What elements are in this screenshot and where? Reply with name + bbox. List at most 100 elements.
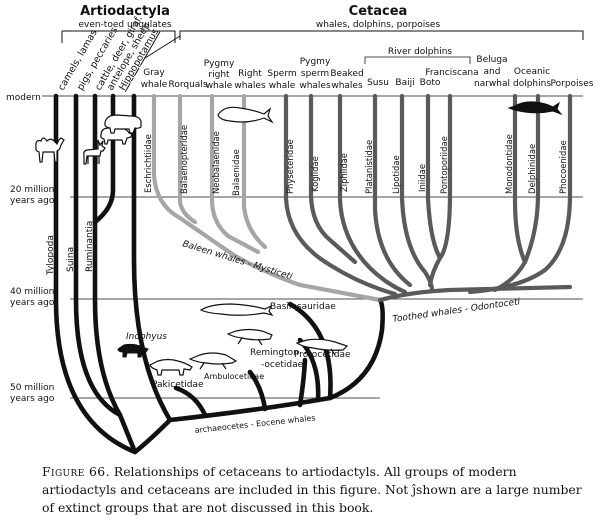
tip-boto: Boto xyxy=(420,78,441,88)
mya40-label-1: 40 million xyxy=(10,287,54,297)
mya50-label-2: years ago xyxy=(10,394,55,404)
tip-pygmy-sperm-3: whales xyxy=(299,81,331,91)
family-iniidae: Iniidae xyxy=(417,164,427,192)
toothed-main xyxy=(377,284,573,303)
mya50-label-1: 50 million xyxy=(10,383,54,393)
river-dolphins-bracket xyxy=(364,56,471,64)
right-whales-branch xyxy=(241,93,268,250)
tip-pygmy-right-3: whale xyxy=(206,81,233,91)
protocetidae-stem xyxy=(297,357,308,408)
phocoenidae-branch xyxy=(467,93,573,295)
boto-branch xyxy=(425,93,443,261)
tip-sperm-whale-1: Sperm xyxy=(267,69,296,79)
family-phocoenidae: Phocoenidae xyxy=(558,140,568,194)
tip-sperm-whale-2: whale xyxy=(269,81,296,91)
tip-gray-whale-1: Gray xyxy=(143,68,165,78)
cetacea-bracket-link xyxy=(144,35,181,59)
tip-beaked-1: Beaked xyxy=(330,69,363,79)
family-labels: Eschrichtiidae Balaenopteridae Neobalaen… xyxy=(143,125,568,196)
remingtonocetid-icon xyxy=(226,328,273,346)
tip-pygmy-sperm-1: Pygmy xyxy=(300,57,331,67)
mya20-label-1: 20 million xyxy=(10,185,54,195)
family-physeteridae: Physeteridae xyxy=(285,139,295,194)
family-delphinidae: Delphinidae xyxy=(527,144,537,194)
artiodactyl-lineages xyxy=(53,93,173,455)
family-balaenopteridae: Balaenopteridae xyxy=(179,125,189,194)
baleen-whales-label: Baleen whales - Mysticeti xyxy=(181,239,294,282)
fossil-labels: Basilosauridae Indohyus Remington -oceti… xyxy=(126,302,351,390)
tip-franciscana: Franciscana xyxy=(425,68,478,78)
mya40-label-2: years ago xyxy=(10,298,55,308)
family-ziphiidae: Ziphiidae xyxy=(339,153,349,192)
family-neobalaenidae: Neobalaenidae xyxy=(211,131,221,194)
artiodactyla-subtitle: even-toed ungulates xyxy=(78,20,171,30)
family-pontoporiidae: Pontoporiidae xyxy=(439,136,449,194)
baleen-lineages xyxy=(151,93,383,303)
gray-whale-branch xyxy=(151,93,383,303)
cetacea-subtitle: whales, dolphins, porpoises xyxy=(316,20,441,30)
mya20-label-2: years ago xyxy=(10,196,55,206)
suborder-suina: Suina xyxy=(66,247,76,272)
indohyus-icon xyxy=(117,343,149,358)
artiodactyl-stem xyxy=(117,412,138,455)
whale-stem xyxy=(132,297,385,455)
fossil-pakicetidae: Pakicetidae xyxy=(152,380,204,390)
family-eschrichtiidae: Eschrichtiidae xyxy=(143,134,153,193)
fossil-remington-2: -ocetidae xyxy=(261,360,304,370)
hippo-branch xyxy=(131,93,173,423)
sperm-whale-branch xyxy=(283,93,398,297)
artiodactyla-bracket xyxy=(61,30,176,43)
family-kogiidae: Kogiidae xyxy=(310,156,320,192)
family-platanistidae: Platanistidae xyxy=(364,140,374,194)
camel-icon xyxy=(35,137,65,163)
dolphin-icon xyxy=(507,101,563,116)
clade-labels: Baleen whales - Mysticeti Toothed whales… xyxy=(181,239,521,435)
toothed-whales-label: Toothed whales - Odontoceti xyxy=(392,297,521,325)
franciscana-branch xyxy=(427,93,453,288)
modern-label: modern xyxy=(6,93,41,103)
ambulocetid-stem xyxy=(247,369,268,412)
cetacea-bracket xyxy=(179,30,584,40)
tip-rorquals: Rorquals xyxy=(168,80,207,90)
family-balaenidae: Balaenidae xyxy=(231,149,241,196)
whale-icon xyxy=(217,106,274,124)
family-monodontidae: Monodontidae xyxy=(504,134,514,194)
tip-gray-whale-2: whale xyxy=(141,80,168,90)
tip-beluga-1: Beluga xyxy=(476,55,507,65)
beaked-branch xyxy=(337,93,408,295)
monodontidae-branch xyxy=(512,93,528,265)
fossil-basilosauridae: Basilosauridae xyxy=(270,302,336,312)
tip-right-whales-1: Right xyxy=(238,69,262,79)
tip-porpoises: Porpoises xyxy=(551,79,594,89)
pakicetid-icon xyxy=(149,358,193,376)
pakicetid-stem xyxy=(173,385,208,418)
artiodactyla-header: Artiodactyla even-toed ungulates xyxy=(61,4,176,43)
suborder-ruminantia: Ruminantia xyxy=(85,221,95,272)
caption-text: Relationships of cetaceans to artiodacty… xyxy=(42,464,582,515)
pig-icon xyxy=(100,127,133,145)
suina-branch xyxy=(73,93,123,418)
family-lipotidae: Lipotidae xyxy=(391,155,401,194)
fossil-indohyus: Indohyus xyxy=(126,332,167,342)
deer-icon xyxy=(83,139,106,165)
artiodactyl-tip-labels: camels, lamas pigs, peccaries cattle, de… xyxy=(56,14,161,93)
tip-pygmy-sperm-2: sperm xyxy=(301,69,329,79)
caption-label: Figure 66. xyxy=(42,464,110,479)
tip-oceanic-2: dolphins xyxy=(513,79,551,89)
tip-beluga-3: narwhal xyxy=(474,79,510,89)
hippo-icon xyxy=(104,114,142,134)
tip-beaked-2: whales xyxy=(331,81,363,91)
whale-stem-lineages xyxy=(132,297,385,455)
tip-baiji: Baiji xyxy=(395,78,414,88)
tip-river-dolphins: River dolphins xyxy=(388,47,453,57)
fossil-remington-1: Remington xyxy=(250,348,299,358)
tip-beluga-2: and xyxy=(484,67,501,77)
cetacea-title: Cetacea xyxy=(349,4,408,19)
tylopoda-branch xyxy=(53,93,138,455)
tip-pygmy-right-2: right xyxy=(208,70,230,80)
toothed-lineages xyxy=(283,93,573,303)
protocetid-icon xyxy=(295,338,349,356)
fossil-protocetidae: Protocetidae xyxy=(294,350,351,360)
ambulocetid-icon xyxy=(188,352,238,370)
cetacea-header: Cetacea whales, dolphins, porpoises xyxy=(144,4,584,59)
